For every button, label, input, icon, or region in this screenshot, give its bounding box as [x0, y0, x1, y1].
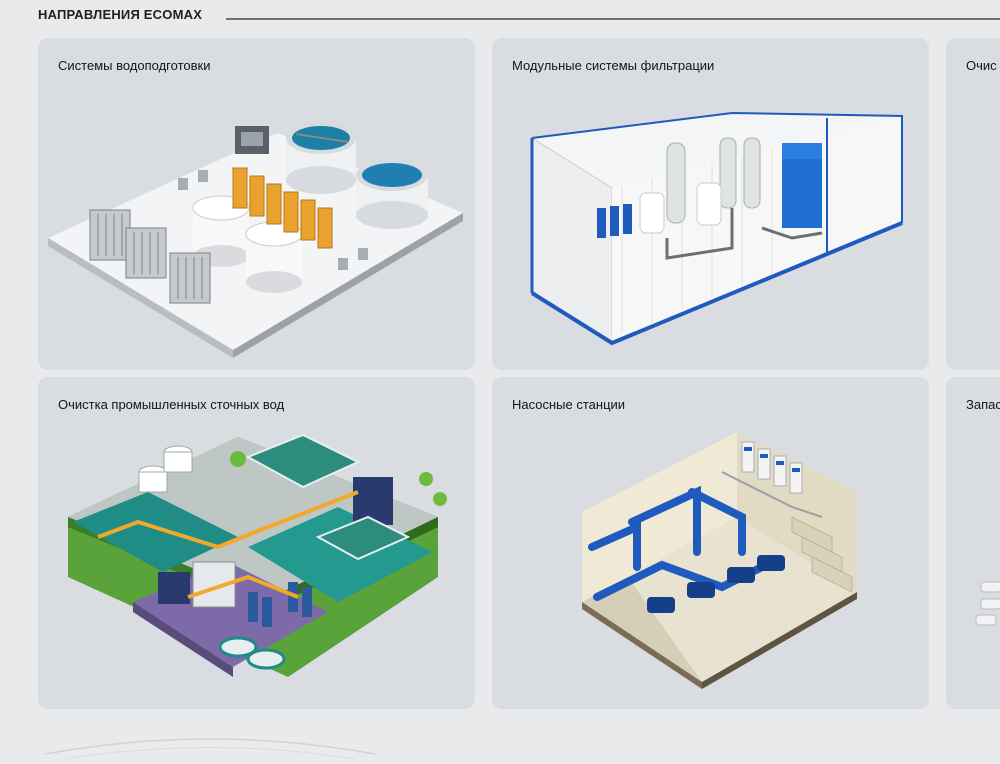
pump-station-illustration [582, 432, 857, 689]
card-title: Системы водоподготовки [58, 58, 211, 73]
decorative-arc [44, 738, 376, 760]
partial-card-illustration [975, 581, 1000, 626]
card-partial-bottom[interactable]: Запас [946, 377, 1000, 709]
card-title: Очистка промышленных сточных вод [58, 397, 285, 412]
industrial-wastewater-illustration [68, 433, 447, 677]
section-header: НАПРАВЛЕНИЯ ECOMAX [38, 7, 202, 22]
card-industrial-wastewater[interactable]: Очистка промышленных сточных вод [38, 377, 475, 709]
section-title: НАПРАВЛЕНИЯ ECOMAX [38, 7, 203, 22]
card-title: Очис [966, 58, 997, 73]
card-partial-top[interactable]: Очис [946, 38, 1000, 370]
water-treatment-plant-illustration [48, 122, 463, 358]
card-water-treatment[interactable]: Системы водоподготовки [38, 38, 475, 370]
card-title: Насосные станции [512, 397, 626, 412]
section-divider [226, 18, 1000, 20]
card-title: Модульные системы фильтрации [512, 58, 715, 73]
card-pump-stations[interactable]: Насосные станции [492, 377, 929, 709]
card-modular-filtration[interactable]: Модульные системы фильтрации [492, 38, 929, 370]
modular-filtration-container-illustration [530, 111, 903, 346]
card-title: Запас [966, 397, 1000, 412]
